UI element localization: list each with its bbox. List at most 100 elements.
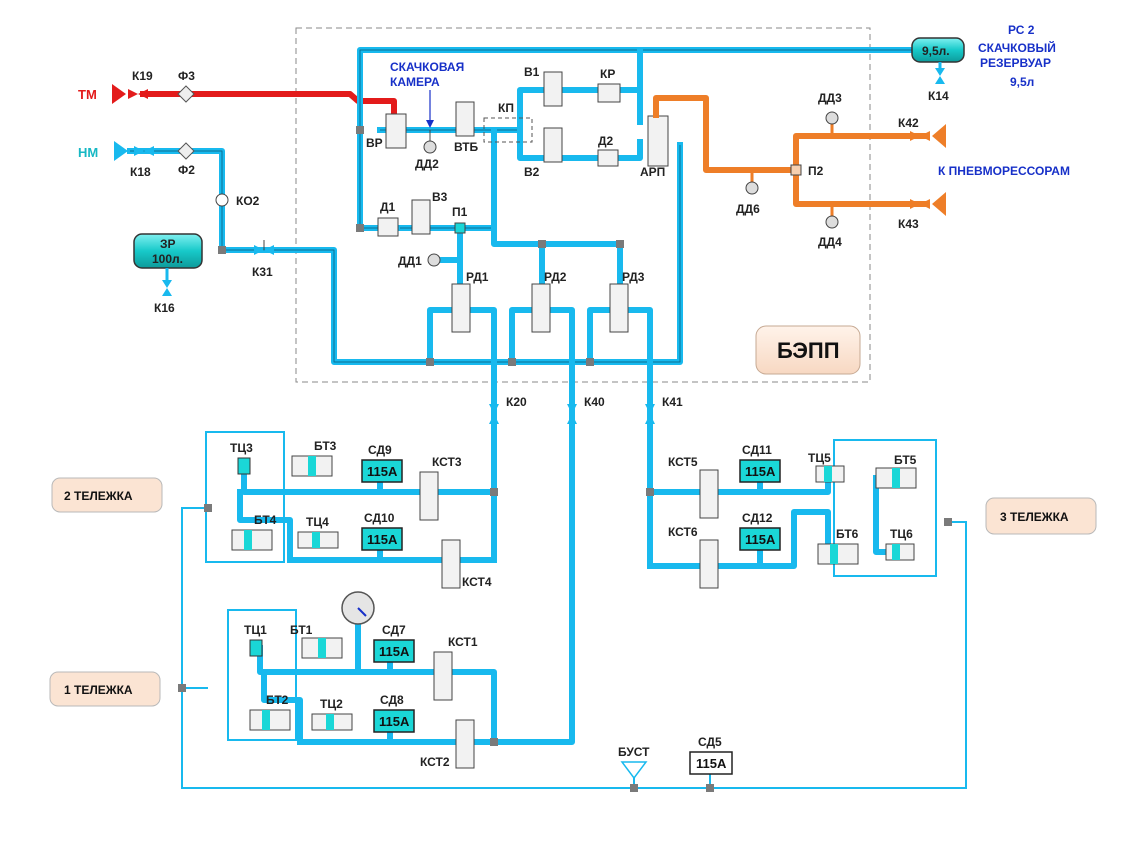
k18-label: К18	[130, 165, 151, 179]
chamber-line2: КАМЕРА	[390, 75, 440, 89]
cock-k19[interactable]	[128, 89, 148, 99]
cock-k43[interactable]	[910, 192, 946, 216]
k43-label: К43	[898, 217, 919, 231]
pneumo-label: К ПНЕВМОРЕССОРАМ	[938, 164, 1070, 178]
sd10-label: СД10	[364, 511, 395, 525]
k14-label: К14	[928, 89, 949, 103]
valve-vtb[interactable]	[455, 101, 475, 137]
rd1-label: РД1	[466, 270, 489, 284]
k16-label: К16	[154, 301, 175, 315]
sensor-sd7: 115А	[373, 639, 415, 663]
bogie2-button[interactable]: 2 ТЕЛЕЖКА	[51, 477, 163, 513]
valve-kr[interactable]	[597, 83, 621, 103]
k31-label: К31	[252, 265, 273, 279]
pressure-gauge-icon	[341, 591, 375, 625]
nm-arrow-icon	[114, 141, 128, 161]
k40-label: К40	[584, 395, 605, 409]
sd9-label: СД9	[368, 443, 392, 457]
jump-tank-volume: 9,5л.	[922, 44, 950, 58]
bt3-label: БТ3	[314, 439, 337, 453]
valve-rd3[interactable]	[609, 283, 629, 333]
unit-bt1	[301, 637, 343, 659]
cock-k31[interactable]	[254, 240, 274, 255]
bt4-label: БТ4	[254, 513, 277, 527]
bt5-label: БТ5	[894, 453, 917, 467]
cock-k42[interactable]	[910, 124, 946, 148]
cock-k18[interactable]	[134, 146, 154, 156]
valve-v2[interactable]	[543, 127, 563, 163]
check-valve-ko2-icon	[215, 193, 229, 207]
vr-label: ВР	[366, 136, 383, 150]
bepp-title: БЭПП	[777, 338, 840, 363]
valve-v3[interactable]	[411, 199, 431, 235]
valve-vr[interactable]	[385, 113, 407, 149]
nm-line	[114, 141, 683, 365]
bogie1-button[interactable]: 1 ТЕЛЕЖКА	[49, 671, 161, 707]
bogie3-button[interactable]: 3 ТЕЛЕЖКА	[985, 497, 1097, 535]
valve-arp[interactable]	[647, 115, 669, 167]
cock-k14[interactable]	[935, 68, 945, 84]
sd12-label: СД12	[742, 511, 773, 525]
unit-tc1	[249, 639, 263, 657]
sensor-dd1-icon	[427, 253, 441, 267]
d1-label: Д1	[380, 200, 396, 214]
sd7-value: 115А	[379, 644, 410, 659]
valve-kst5[interactable]	[699, 469, 719, 519]
sensor-dd4-icon	[825, 215, 839, 229]
nm-label: НМ	[78, 145, 98, 160]
tc2-label: ТЦ2	[320, 697, 343, 711]
unit-bt2	[249, 709, 291, 731]
bust-icon	[620, 761, 648, 780]
unit-tc5	[815, 465, 845, 483]
unit-tc2	[311, 713, 353, 731]
tm-line	[112, 84, 397, 115]
sensor-sd12: 115А	[739, 527, 781, 551]
kst5-label: КСТ5	[668, 455, 698, 469]
sd11-value: 115А	[745, 464, 776, 479]
sd8-label: СД8	[380, 693, 404, 707]
k41-label: К41	[662, 395, 683, 409]
dd1-label: ДД1	[398, 254, 422, 268]
tc6-label: ТЦ6	[890, 527, 913, 541]
dd6-label: ДД6	[736, 202, 760, 216]
valve-kst4[interactable]	[441, 539, 461, 589]
valve-kst3[interactable]	[419, 471, 439, 521]
sd10-value: 115А	[367, 532, 398, 547]
valve-rd1[interactable]	[451, 283, 471, 333]
bogie2-label: 2 ТЕЛЕЖКА	[64, 489, 133, 503]
valve-v1[interactable]	[543, 71, 563, 107]
sensor-dd6-icon	[745, 181, 759, 195]
sd11-label: СД11	[742, 443, 772, 457]
cock-k41[interactable]	[645, 404, 655, 424]
cock-k20[interactable]	[489, 404, 499, 424]
sensor-sd11: 115А	[739, 459, 781, 483]
valve-kst1[interactable]	[433, 651, 453, 701]
arp-label: АРП	[640, 165, 665, 179]
sensor-dd3-icon	[825, 111, 839, 125]
f3-label: Ф3	[178, 69, 195, 83]
sd7-label: СД7	[382, 623, 406, 637]
rs2-line2: СКАЧКОВЫЙ	[978, 40, 1056, 55]
valve-rd2[interactable]	[531, 283, 551, 333]
dd4-label: ДД4	[818, 235, 842, 249]
tc4-label: ТЦ4	[306, 515, 329, 529]
sd5-label: СД5	[698, 735, 722, 749]
sd9-value: 115А	[367, 464, 398, 479]
cock-k40[interactable]	[567, 404, 577, 424]
rd3-label: РД3	[622, 270, 645, 284]
pneumo-lines	[653, 95, 928, 216]
bust-label: БУСТ	[618, 745, 650, 759]
p1-label: П1	[452, 205, 468, 219]
unit-tc3	[237, 457, 251, 475]
dd3-label: ДД3	[818, 91, 842, 105]
kst6-label: КСТ6	[668, 525, 698, 539]
chamber-line1: СКАЧКОВАЯ	[390, 60, 464, 74]
cock-k16[interactable]	[162, 280, 172, 296]
valve-kst6[interactable]	[699, 539, 719, 589]
bogie-feed-lines	[491, 359, 653, 745]
k20-label: К20	[506, 395, 527, 409]
throttle-d1-icon	[377, 217, 399, 237]
sd12-value: 115А	[745, 532, 776, 547]
valve-kst2[interactable]	[455, 719, 475, 769]
